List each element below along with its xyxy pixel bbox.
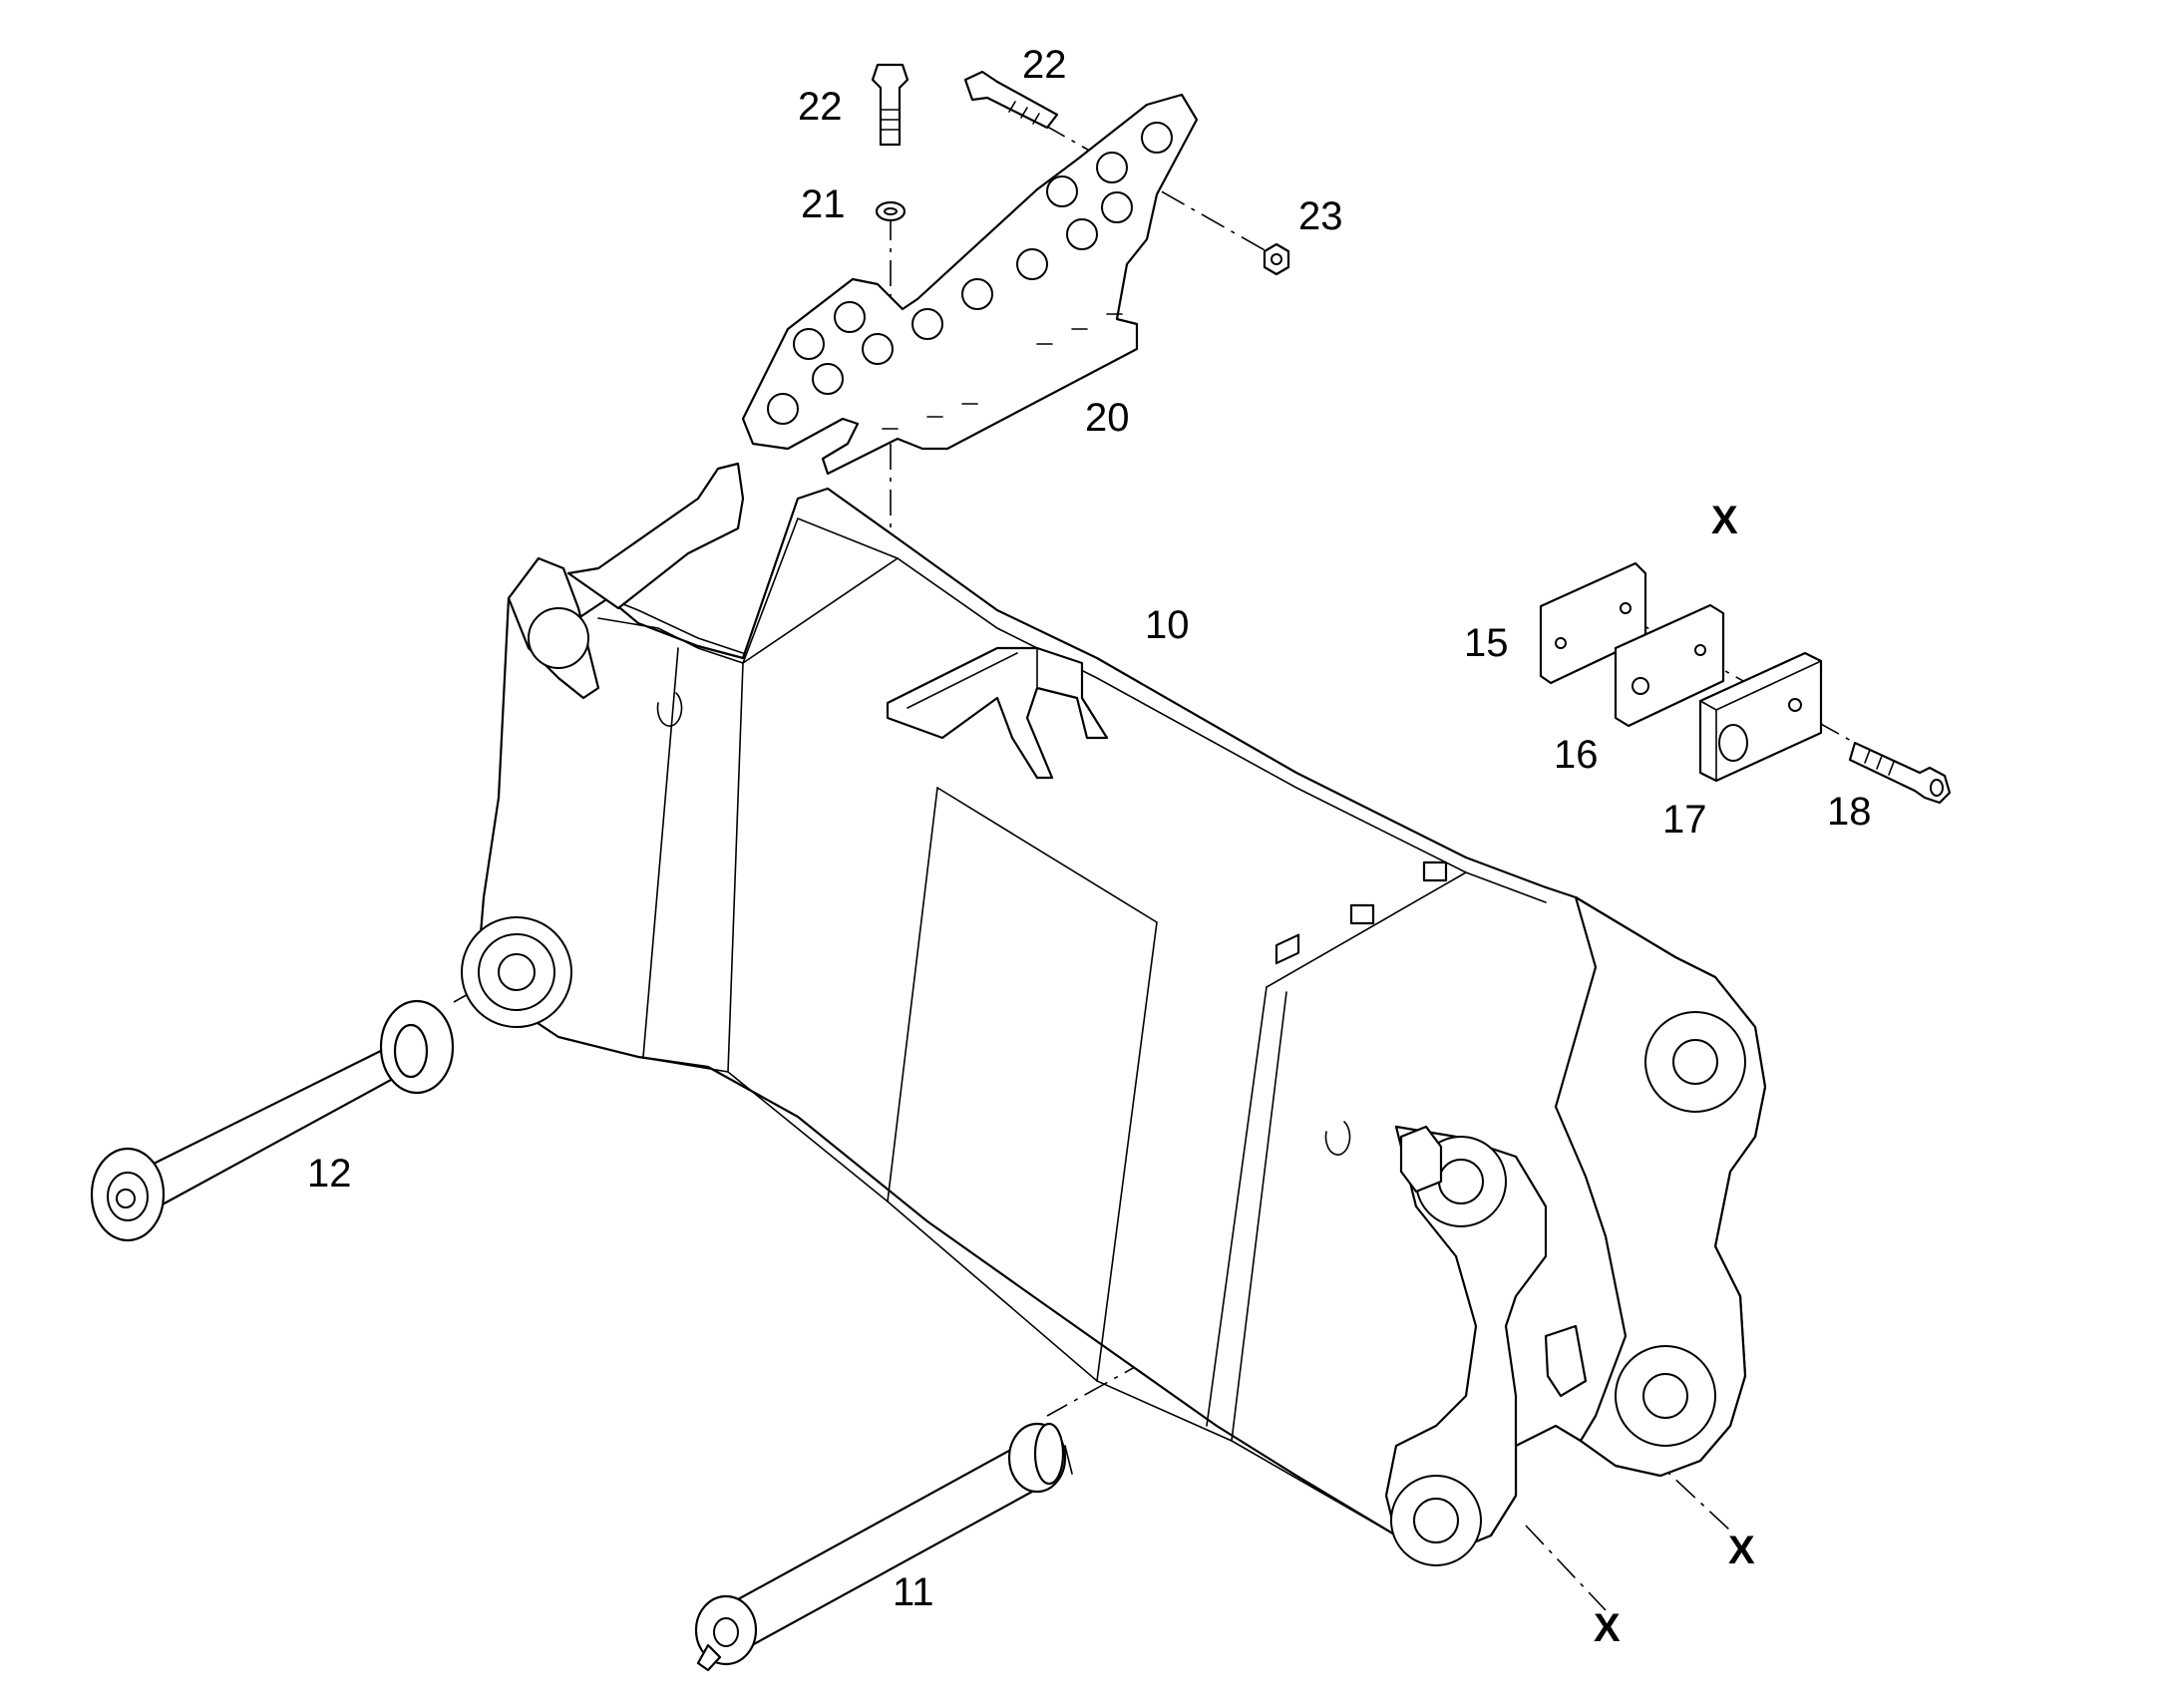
washer-part-21 bbox=[875, 200, 907, 222]
mounting-plate-part-20 bbox=[741, 93, 1199, 476]
plate-holes bbox=[767, 122, 1173, 425]
detail-x-top: X bbox=[1711, 499, 1738, 542]
main-frame-part-10 bbox=[461, 462, 1767, 1566]
callout-22-left: 22 bbox=[798, 85, 843, 129]
pin-part-12 bbox=[90, 999, 455, 1242]
pin-part-11 bbox=[694, 1422, 1073, 1672]
callout-18: 18 bbox=[1827, 790, 1872, 834]
detail-x-right: X bbox=[1728, 1529, 1755, 1572]
bolt-part-22-vertical bbox=[871, 63, 909, 147]
callout-16: 16 bbox=[1554, 733, 1599, 777]
nut-part-23 bbox=[1263, 242, 1290, 276]
callout-22-right: 22 bbox=[1022, 43, 1067, 87]
shim-part-17 bbox=[1698, 651, 1823, 783]
callout-15: 15 bbox=[1464, 621, 1509, 665]
callout-10: 10 bbox=[1145, 603, 1190, 647]
detail-markers: X X X bbox=[1594, 499, 1755, 1650]
bolt-part-22-horizontal bbox=[963, 70, 1059, 130]
callout-17: 17 bbox=[1662, 798, 1707, 842]
callout-labels: 10 11 12 15 16 17 18 20 21 22 22 23 bbox=[307, 43, 1872, 1614]
detail-x-bottom: X bbox=[1594, 1606, 1621, 1650]
callout-23: 23 bbox=[1298, 194, 1343, 238]
plate-slots bbox=[882, 313, 1123, 430]
bolt-part-18 bbox=[1848, 741, 1952, 805]
callout-12: 12 bbox=[307, 1152, 352, 1196]
shim-part-16 bbox=[1614, 603, 1725, 728]
callout-21: 21 bbox=[801, 182, 846, 226]
callout-11: 11 bbox=[893, 1570, 934, 1614]
callout-20: 20 bbox=[1085, 396, 1130, 440]
